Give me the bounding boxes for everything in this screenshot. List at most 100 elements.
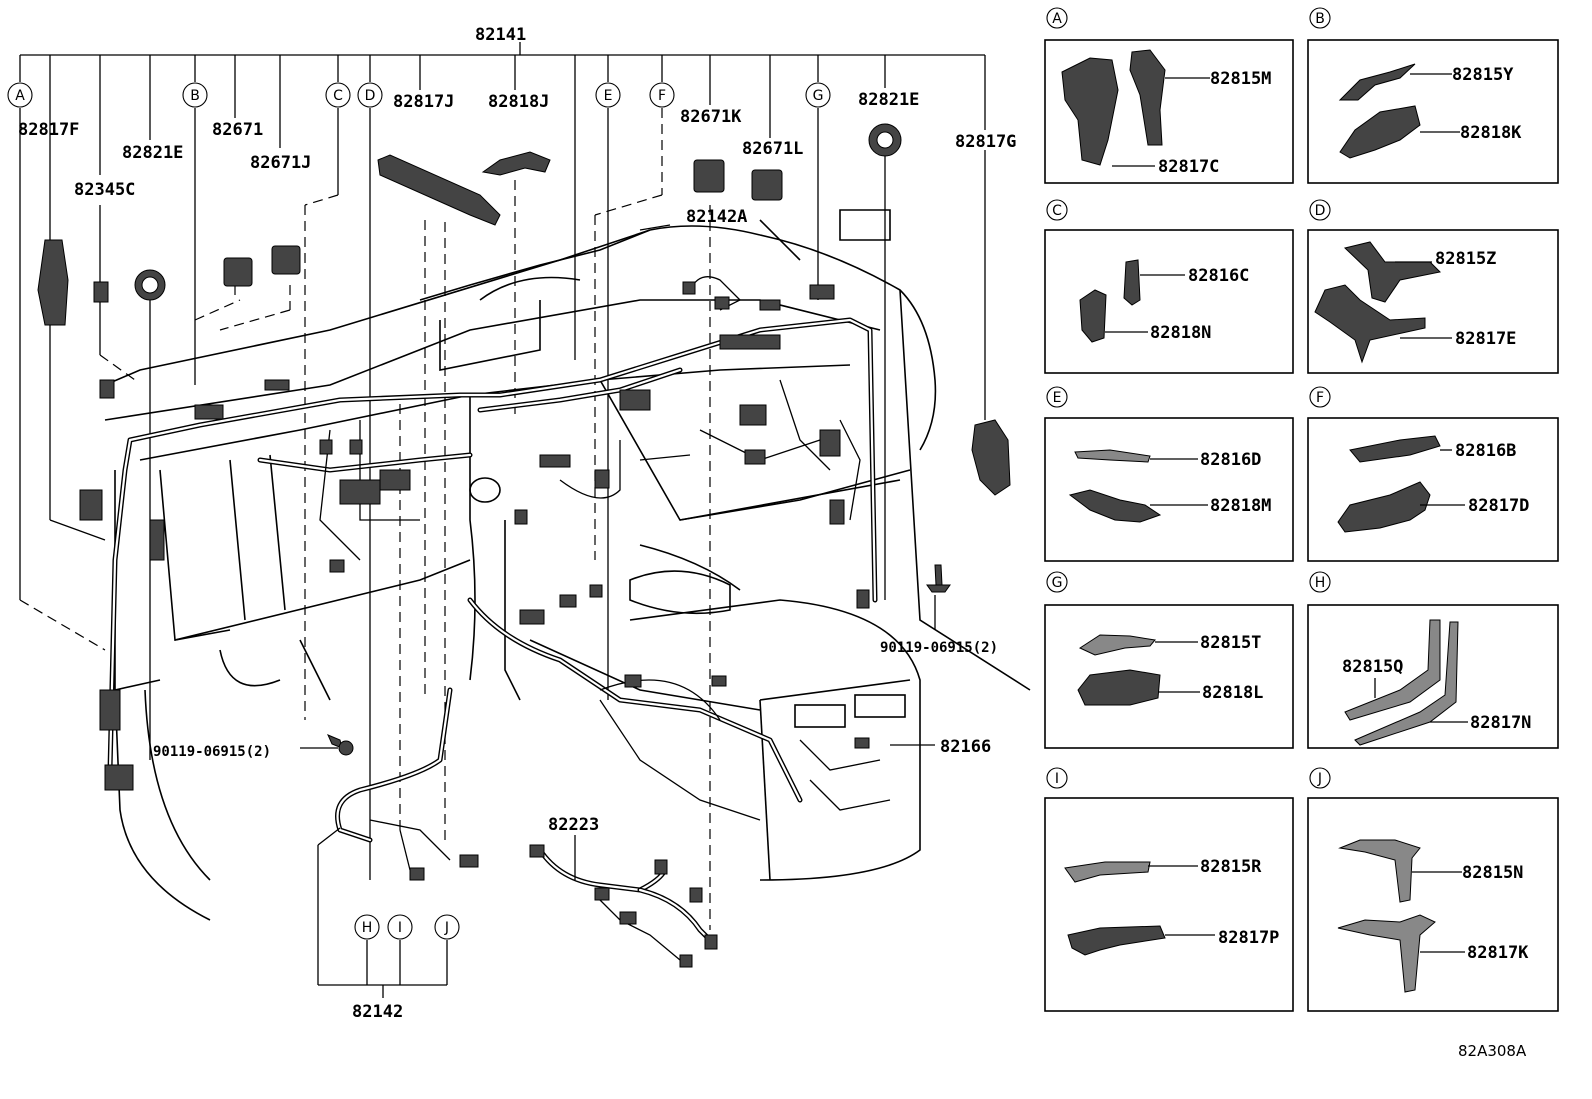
label-82817K: 82817K	[1467, 943, 1529, 963]
label-82142: 82142	[352, 1002, 403, 1022]
part-82815T	[1078, 634, 1156, 656]
marker-a: A	[7, 82, 33, 108]
label-82817E: 82817E	[1455, 329, 1516, 349]
label-82671J: 82671J	[250, 153, 311, 173]
part-82818L	[1077, 669, 1161, 706]
svg-text:H: H	[362, 920, 373, 936]
part-82817P	[1067, 925, 1166, 956]
part-82817G	[971, 419, 1011, 496]
part-82671L	[751, 169, 783, 201]
svg-text:A: A	[15, 88, 25, 104]
panel-h: H 82815Q 82817N	[1307, 571, 1559, 749]
svg-text:G: G	[813, 88, 824, 104]
label-82818K: 82818K	[1460, 123, 1522, 143]
label-82818N: 82818N	[1150, 323, 1211, 343]
part-82816D	[1074, 449, 1151, 463]
part-82816B	[1349, 435, 1441, 463]
marker-j: J	[434, 914, 460, 940]
svg-text:J: J	[1317, 771, 1322, 787]
panel-c: C 82816C 82818N	[1044, 199, 1294, 374]
part-82817E	[1314, 284, 1426, 364]
label-82671L: 82671L	[742, 139, 803, 159]
part-82818K	[1339, 105, 1421, 159]
callout-leaders	[300, 224, 936, 880]
panel-f: F 82816B 82817D	[1307, 386, 1559, 562]
panel-d: D 82815Z 82817E	[1307, 199, 1559, 374]
label-82815Z: 82815Z	[1435, 249, 1496, 269]
label-82817D: 82817D	[1468, 496, 1529, 516]
label-82816C: 82816C	[1188, 266, 1249, 286]
instrument-panel-body	[104, 209, 1031, 921]
part-82818N	[1079, 289, 1107, 343]
svg-text:G: G	[1052, 575, 1063, 591]
small-parts	[37, 123, 1011, 881]
label-82817J: 82817J	[393, 92, 454, 112]
marker-b: B	[182, 82, 208, 108]
label-82815Q: 82815Q	[1342, 657, 1403, 677]
label-82816D: 82816D	[1200, 450, 1261, 470]
marker-e: E	[595, 82, 621, 108]
label-82141: 82141	[475, 25, 526, 45]
part-82817J	[377, 154, 501, 226]
label-82821E-right: 82821E	[858, 90, 919, 110]
part-82818M	[1068, 489, 1162, 523]
label-82815N: 82815N	[1462, 863, 1523, 883]
label-82671K: 82671K	[680, 107, 742, 127]
part-82815R	[1064, 861, 1151, 883]
part-82818J	[481, 151, 551, 176]
label-bolt-left: 90119-06915(2)	[153, 744, 271, 760]
part-82817F	[37, 239, 69, 326]
label-82815T: 82815T	[1200, 633, 1261, 653]
label-82166: 82166	[940, 737, 991, 757]
panel-i: I 82815R 82817P	[1044, 767, 1294, 1012]
label-82817C: 82817C	[1158, 157, 1219, 177]
label-82345C: 82345C	[74, 180, 135, 200]
part-82816C	[1123, 259, 1141, 306]
marker-d: D	[357, 82, 383, 108]
label-82223: 82223	[548, 815, 599, 835]
part-82671	[223, 257, 253, 287]
label-82821E-left: 82821E	[122, 143, 183, 163]
svg-text:E: E	[1053, 390, 1062, 406]
label-82817P: 82817P	[1218, 928, 1279, 948]
main-markers: A B C D E F G H I J	[7, 82, 831, 940]
marker-g: G	[805, 82, 831, 108]
svg-text:B: B	[190, 88, 200, 104]
panel-b: B 82815Y 82818K	[1307, 7, 1559, 184]
part-82815Z	[1343, 241, 1442, 303]
label-82818J: 82818J	[488, 92, 549, 112]
svg-text:D: D	[365, 88, 376, 104]
panel-j: J 82815N 82817K	[1307, 767, 1559, 1012]
label-82818L: 82818L	[1202, 683, 1263, 703]
svg-text:F: F	[658, 88, 666, 104]
diagram-code: 82A308A	[1458, 1042, 1527, 1060]
part-82815M	[1129, 49, 1166, 146]
svg-text:H: H	[1315, 575, 1326, 591]
part-82671K	[693, 159, 725, 193]
part-82817C	[1061, 57, 1119, 166]
part-82815Q	[1344, 619, 1441, 721]
floor-harness-82142	[335, 597, 891, 871]
label-82815Y: 82815Y	[1452, 65, 1514, 85]
label-82817N: 82817N	[1470, 713, 1531, 733]
marker-h: H	[354, 914, 380, 940]
top-bracket	[19, 42, 986, 360]
detail-panels: A 82815M 82817C B 82815Y 82818K C	[1044, 7, 1559, 1012]
leader-lines	[19, 108, 986, 930]
label-82816B: 82816B	[1455, 441, 1516, 461]
part-82671J	[271, 245, 301, 275]
part-82817K	[1337, 914, 1436, 993]
svg-text:F: F	[1316, 390, 1324, 406]
svg-text:C: C	[333, 88, 343, 104]
svg-text:I: I	[1055, 771, 1059, 787]
svg-text:C: C	[1052, 203, 1062, 219]
panel-a: A 82815M 82817C	[1044, 7, 1294, 184]
svg-text:D: D	[1315, 203, 1326, 219]
label-82817F: 82817F	[18, 120, 79, 140]
part-82815N	[1338, 839, 1421, 903]
marker-f: F	[649, 82, 675, 108]
callout-labels: 82141 82817F 82821E 82345C 82671 82671J …	[18, 25, 1016, 1022]
svg-text:B: B	[1315, 11, 1325, 27]
label-82815R: 82815R	[1200, 857, 1262, 877]
